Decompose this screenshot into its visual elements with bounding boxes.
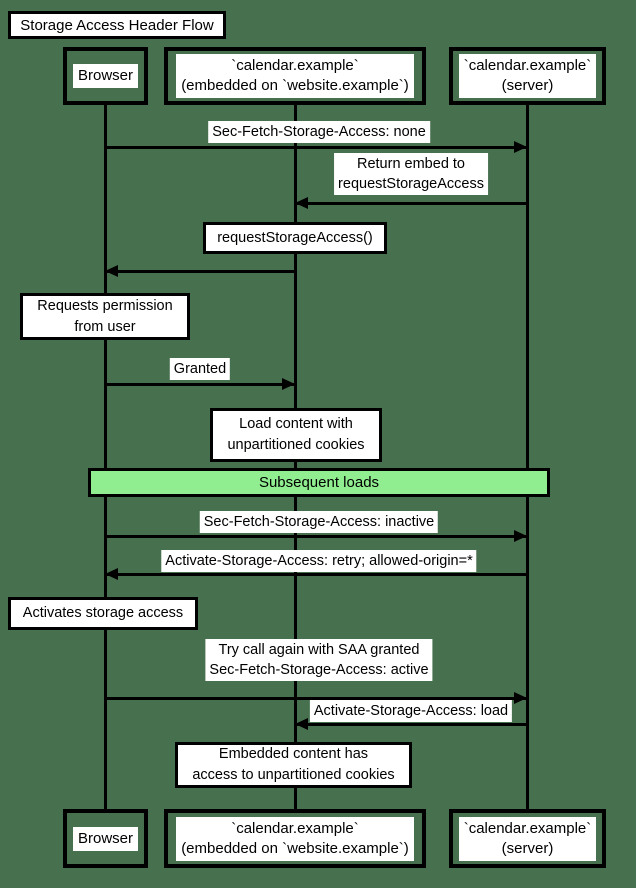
participant-server-top-label: `calendar.example` (server) [458,54,597,98]
arrowhead-right-icon [514,692,527,704]
participant-embed-top: `calendar.example` (embedded on `website… [164,47,426,105]
message-label-try-again: Try call again with SAA granted Sec-Fetc… [205,639,433,681]
arrow-return-embed [295,202,527,205]
message-label-activate-retry: Activate-Storage-Access: retry; allowed-… [161,550,477,572]
arrow-try-again [105,697,527,700]
participant-browser-bottom: Browser [63,809,148,868]
note-activates-storage: Activates storage access [8,597,198,630]
message-label-sec-fetch-none: Sec-Fetch-Storage-Access: none [208,121,430,143]
arrow-activate-retry [105,573,527,576]
arrowhead-left-icon [295,197,308,209]
lifeline-server [525,105,529,809]
participant-server-bottom: `calendar.example` (server) [449,809,606,868]
arrow-request-storage-access [105,270,295,273]
band-subsequent-loads: Subsequent loads [88,468,550,497]
lifeline-browser [103,105,107,809]
arrow-granted [105,383,295,386]
participant-server-bottom-label: `calendar.example` (server) [458,816,597,861]
diagram-title: Storage Access Header Flow [8,11,226,39]
arrowhead-left-icon [105,568,118,580]
arrowhead-left-icon [295,718,308,730]
message-label-return-embed: Return embed to requestStorageAccess [334,153,488,195]
message-label-granted: Granted [169,358,231,380]
message-label-request-storage-access: requestStorageAccess() [203,222,387,254]
participant-browser-top-label: Browser [72,64,138,88]
participant-embed-bottom: `calendar.example` (embedded on `website… [164,809,426,868]
arrowhead-right-icon [514,141,527,153]
arrow-sec-fetch-inactive [105,535,527,538]
note-embedded-access: Embedded content has access to unpartiti… [175,742,412,788]
participant-browser-bottom-label: Browser [72,826,138,851]
message-label-activate-load: Activate-Storage-Access: load [309,700,513,722]
message-label-sec-fetch-inactive: Sec-Fetch-Storage-Access: inactive [199,511,439,533]
participant-browser-top: Browser [63,47,148,105]
participant-embed-bottom-label: `calendar.example` (embedded on `website… [176,816,414,861]
participant-server-top: `calendar.example` (server) [449,47,606,105]
participant-embed-top-label: `calendar.example` (embedded on `website… [176,54,414,98]
note-load-content: Load content with unpartitioned cookies [210,408,382,462]
arrowhead-right-icon [514,530,527,542]
arrowhead-left-icon [105,265,118,277]
arrowhead-right-icon [282,378,295,390]
note-requests-permission: Requests permission from user [20,293,190,340]
arrow-sec-fetch-none [105,146,527,149]
arrow-activate-load [295,723,527,726]
